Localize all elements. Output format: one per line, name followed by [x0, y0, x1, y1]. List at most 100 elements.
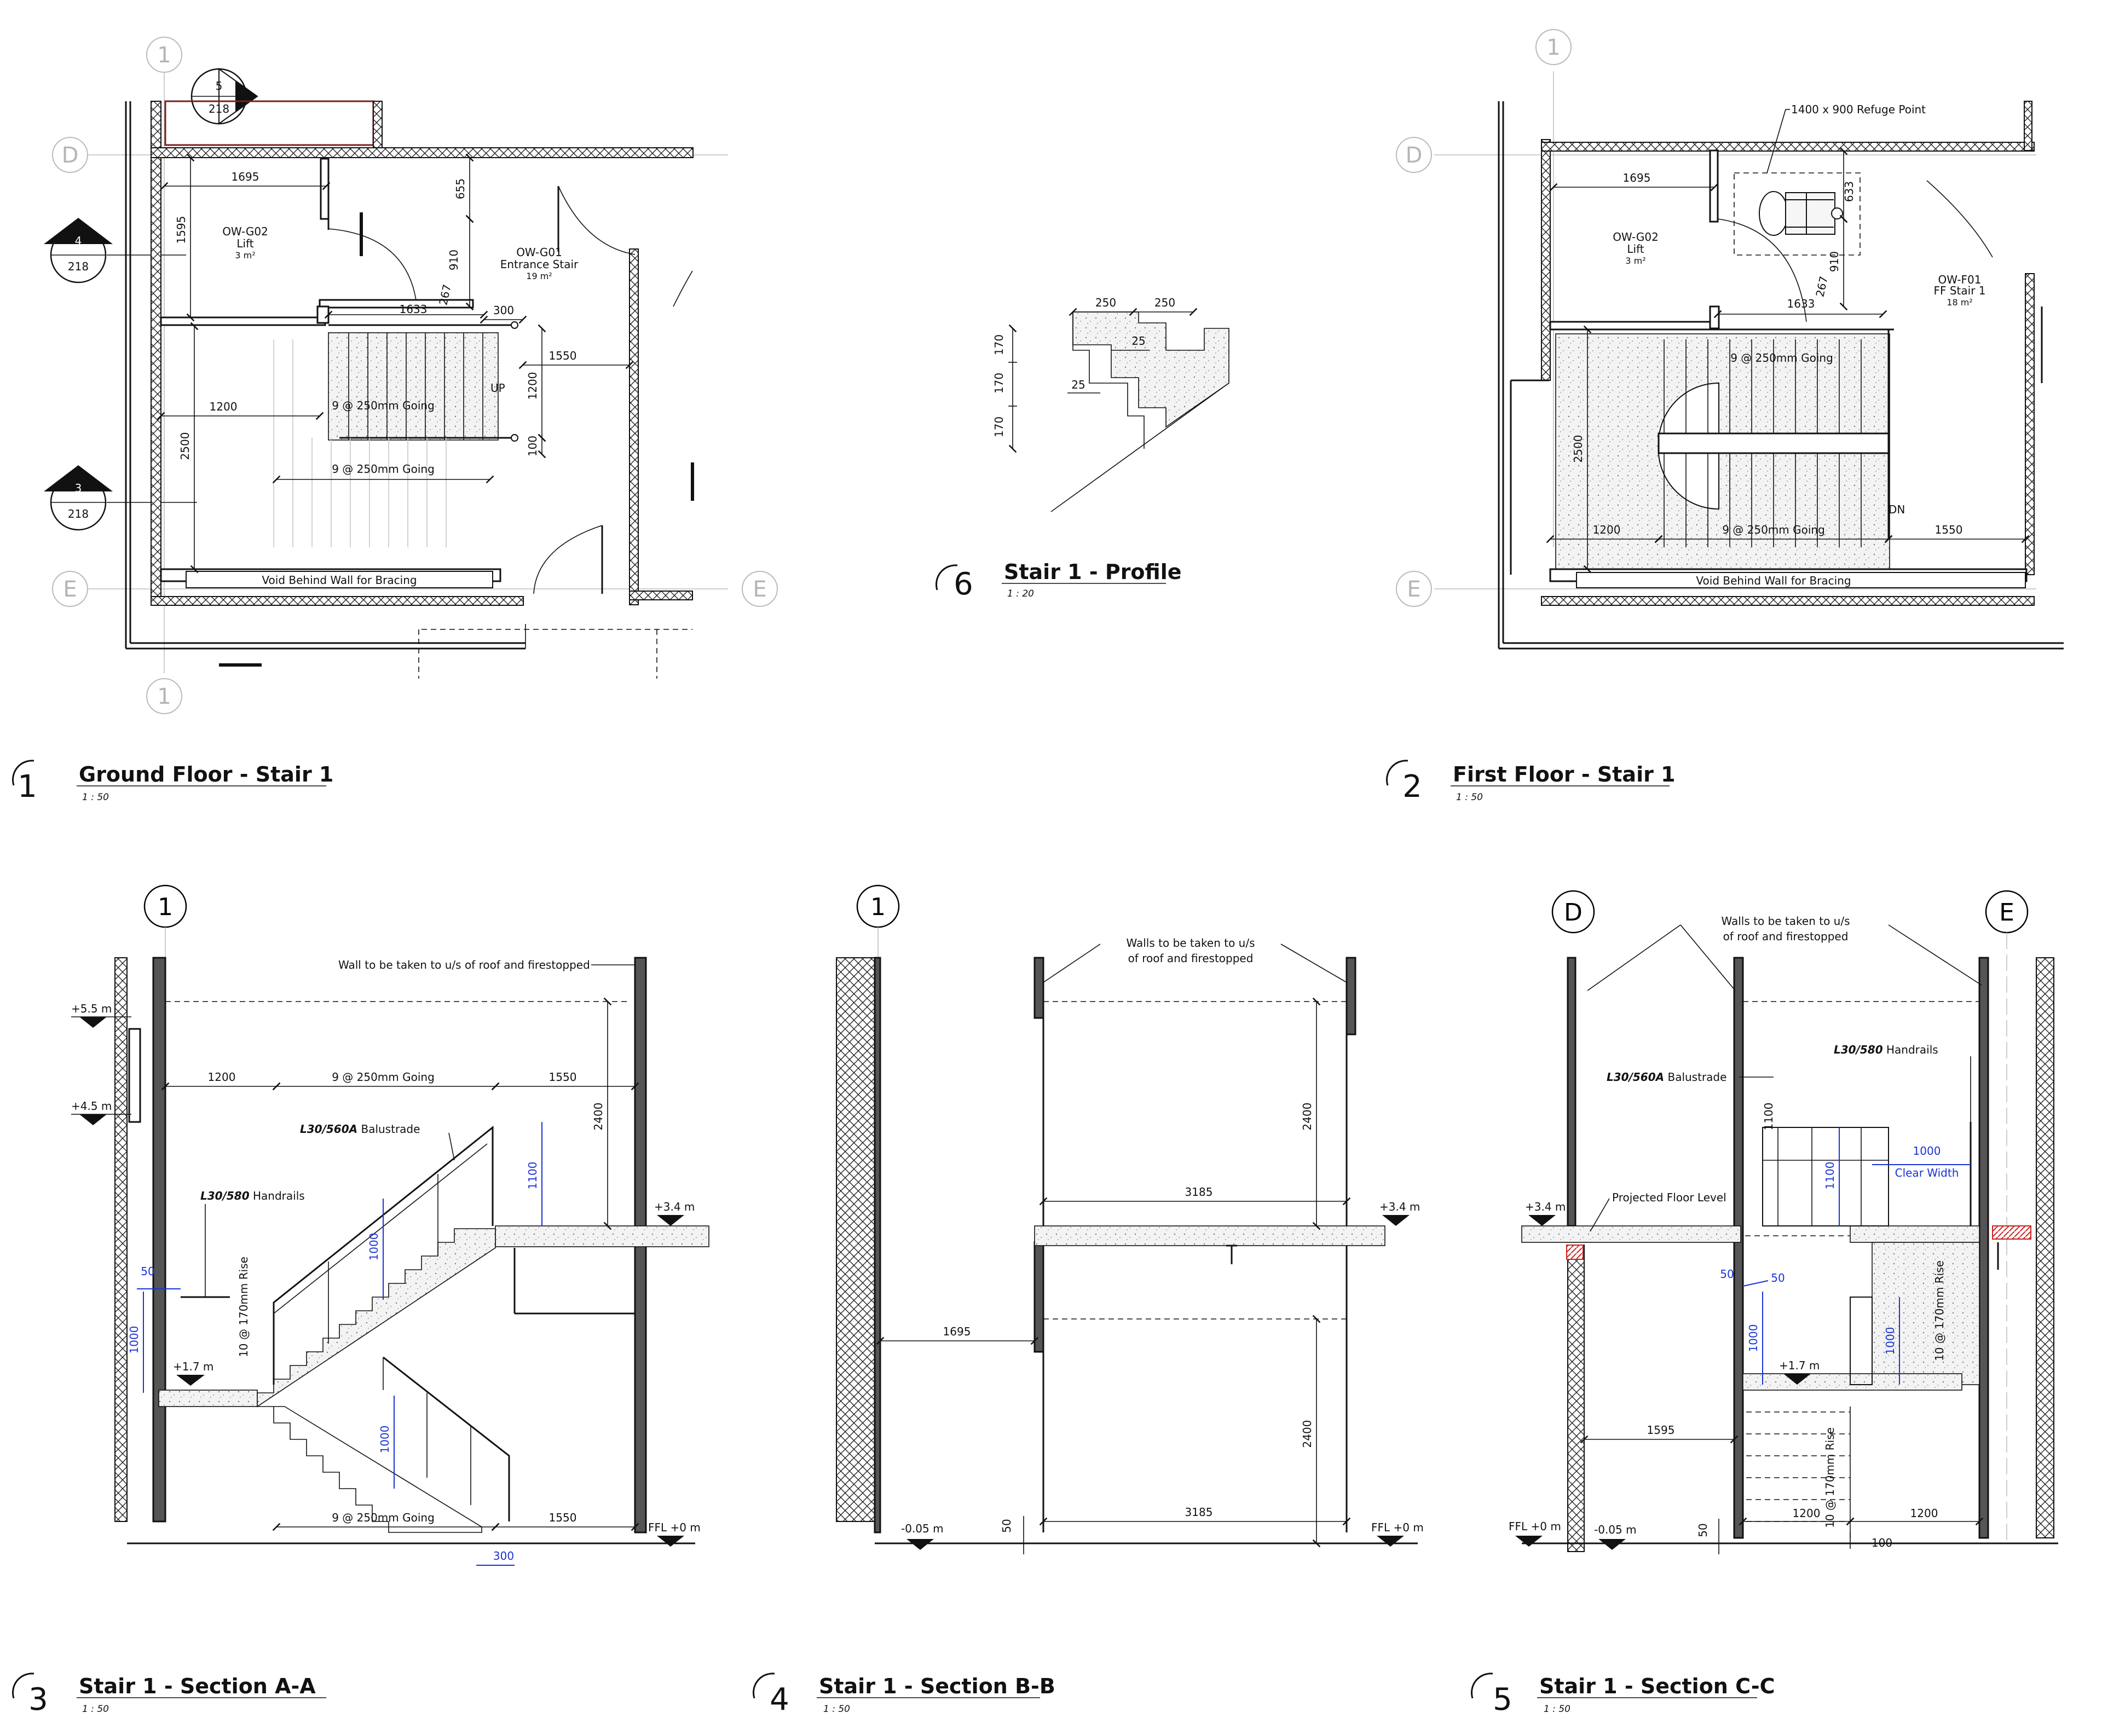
svg-text:170: 170: [992, 373, 1006, 394]
aa-dimensions: 1200 9 @ 250mm Going 1550 2400 1100 1000…: [128, 997, 639, 1566]
projected-floor-callout: Projected Floor Level: [1590, 1191, 1726, 1232]
svg-text:9 @ 250mm Going: 9 @ 250mm Going: [332, 1070, 435, 1084]
svg-text:655: 655: [454, 178, 467, 199]
svg-text:1550: 1550: [549, 1511, 577, 1524]
svg-text:-0.05 m: -0.05 m: [901, 1522, 944, 1535]
levels-cc: +3.4 m +1.7 m FFL +0 m -0.05 m: [1509, 1200, 1820, 1550]
svg-text:1633: 1633: [400, 303, 428, 316]
svg-text:+1.7 m: +1.7 m: [1779, 1359, 1820, 1372]
section-cc: D E W: [1470, 890, 2058, 1717]
up-label: UP: [490, 381, 505, 395]
refuge-point: [1734, 172, 1861, 256]
svg-text:2400: 2400: [1301, 1420, 1314, 1448]
svg-text:1000: 1000: [128, 1326, 141, 1354]
handrail-callout-cc: L30/580 Handrails: [1834, 1043, 1971, 1122]
svg-text:1550: 1550: [549, 349, 577, 362]
svg-text:1633: 1633: [1787, 297, 1815, 310]
svg-text:1 : 50: 1 : 50: [1456, 792, 1483, 803]
view-title-2: 2 First Floor - Stair 1 1 : 50: [1385, 760, 1676, 805]
svg-text:3185: 3185: [1185, 1185, 1213, 1199]
room-label-gf: OW-G01 Entrance Stair 19 m²: [500, 246, 579, 281]
svg-text:25: 25: [1131, 334, 1145, 348]
section-mark-5[interactable]: 5 218: [190, 68, 258, 125]
wheelchair-icon: [1759, 191, 1843, 236]
section-mark-4[interactable]: 4 218: [44, 218, 186, 283]
section-mark-3[interactable]: 3 218: [44, 465, 197, 531]
grid-bubble-d-cc: D: [1551, 890, 1595, 934]
svg-text:+3.4 m: +3.4 m: [654, 1200, 695, 1213]
svg-text:D: D: [1406, 143, 1423, 168]
dn-label: DN: [1889, 503, 1905, 516]
grid-bubble-d-ff: D: [1396, 137, 1432, 173]
svg-text:E: E: [63, 577, 77, 602]
svg-text:1550: 1550: [1935, 523, 1963, 536]
cc-dimensions: 1000 Clear Width 1100 1100 50 50 1000 10…: [1580, 1103, 1984, 1554]
svg-text:1: 1: [158, 893, 173, 921]
svg-text:1695: 1695: [1623, 171, 1651, 184]
svg-text:1200: 1200: [1793, 1507, 1821, 1520]
svg-text:1 : 50: 1 : 50: [82, 1704, 109, 1715]
upper-flight: [328, 321, 518, 442]
svg-text:3 m²: 3 m²: [235, 250, 255, 261]
svg-text:L30/580 Handrails: L30/580 Handrails: [1834, 1043, 1938, 1056]
svg-text:3: 3: [28, 1682, 48, 1717]
grid-bubble-e-left: E: [52, 571, 88, 607]
svg-text:Walls to be taken to u/s: Walls to be taken to u/s: [1721, 915, 1850, 928]
svg-text:5: 5: [1493, 1682, 1512, 1717]
svg-text:1000: 1000: [378, 1426, 391, 1454]
svg-text:1 : 50: 1 : 50: [823, 1704, 850, 1715]
svg-text:910: 910: [1828, 251, 1841, 272]
svg-text:1: 1: [157, 684, 171, 709]
svg-text:2400: 2400: [1301, 1103, 1314, 1131]
svg-text:3: 3: [75, 482, 82, 495]
grid-bubble-1-bottom: 1: [146, 678, 182, 714]
svg-text:Clear Width: Clear Width: [1895, 1166, 1959, 1179]
grid-bubble-1-bb: 1: [856, 884, 900, 928]
svg-text:L30/560A Balustrade: L30/560A Balustrade: [300, 1122, 420, 1136]
svg-text:300: 300: [493, 1549, 514, 1563]
wall-note-cc: Walls to be taken to u/s of roof and fir…: [1587, 915, 1982, 991]
svg-text:1000: 1000: [367, 1233, 380, 1261]
svg-text:1: 1: [1546, 35, 1560, 60]
svg-text:267: 267: [1813, 275, 1830, 298]
svg-text:1550: 1550: [549, 1070, 577, 1084]
svg-text:5: 5: [216, 79, 223, 92]
svg-text:4: 4: [770, 1682, 789, 1717]
grid-bubble-1-aa: 1: [143, 884, 187, 928]
svg-text:OW-G02: OW-G02: [222, 225, 268, 238]
svg-text:1200: 1200: [208, 1070, 236, 1084]
svg-text:+3.4 m: +3.4 m: [1525, 1200, 1566, 1213]
svg-text:1200: 1200: [210, 400, 238, 413]
svg-text:+1.7 m: +1.7 m: [173, 1360, 213, 1373]
wall-note-bb: Walls to be taken to u/s of roof and fir…: [1043, 936, 1347, 983]
svg-text:L30/560A Balustrade: L30/560A Balustrade: [1607, 1070, 1726, 1084]
ff-dimensions: 1695 633 910 267 1633 2500 9 @ 250mm Goi…: [1546, 147, 2030, 574]
svg-text:E: E: [1999, 899, 2014, 927]
svg-text:1200: 1200: [1593, 523, 1621, 536]
svg-text:1595: 1595: [1647, 1423, 1675, 1437]
svg-text:9 @ 250mm Going: 9 @ 250mm Going: [332, 462, 435, 476]
svg-text:1 : 50: 1 : 50: [1544, 1704, 1570, 1715]
svg-text:1695: 1695: [943, 1325, 971, 1338]
svg-text:1100: 1100: [526, 1162, 539, 1190]
section-aa: 1 +5.5 m +4.5 m: [11, 884, 709, 1717]
svg-text:Lift: Lift: [236, 237, 253, 250]
svg-text:10 @ 170mm Rise: 10 @ 170mm Rise: [1823, 1427, 1837, 1528]
svg-text:+3.4 m: +3.4 m: [1379, 1200, 1420, 1213]
refuge-label: 1400 x 900 Refuge Point: [1791, 103, 1926, 116]
section-bb: 1 Walls to be taken to u/s of roof and f…: [752, 884, 1424, 1717]
svg-text:OW-F01: OW-F01: [1938, 273, 1982, 286]
balustrade-callout-aa: L30/560A Balustrade: [300, 1122, 455, 1161]
svg-text:OW-G01: OW-G01: [516, 246, 562, 259]
svg-text:100: 100: [526, 436, 539, 456]
bb-dimensions: 2400 3185 1695 2400 3185 50: [876, 997, 1351, 1554]
svg-text:2: 2: [1402, 769, 1422, 805]
svg-text:633: 633: [1843, 181, 1856, 202]
void-label-ff: Void Behind Wall for Bracing: [1696, 574, 1851, 587]
stair-profile: 250 250 25 25 170 170 170 6 Stair 1 - Pr…: [935, 296, 1229, 602]
svg-text:-0.05 m: -0.05 m: [1594, 1523, 1637, 1536]
svg-text:1: 1: [157, 43, 171, 68]
svg-text:1100: 1100: [1823, 1162, 1837, 1190]
svg-text:50: 50: [1696, 1523, 1710, 1537]
